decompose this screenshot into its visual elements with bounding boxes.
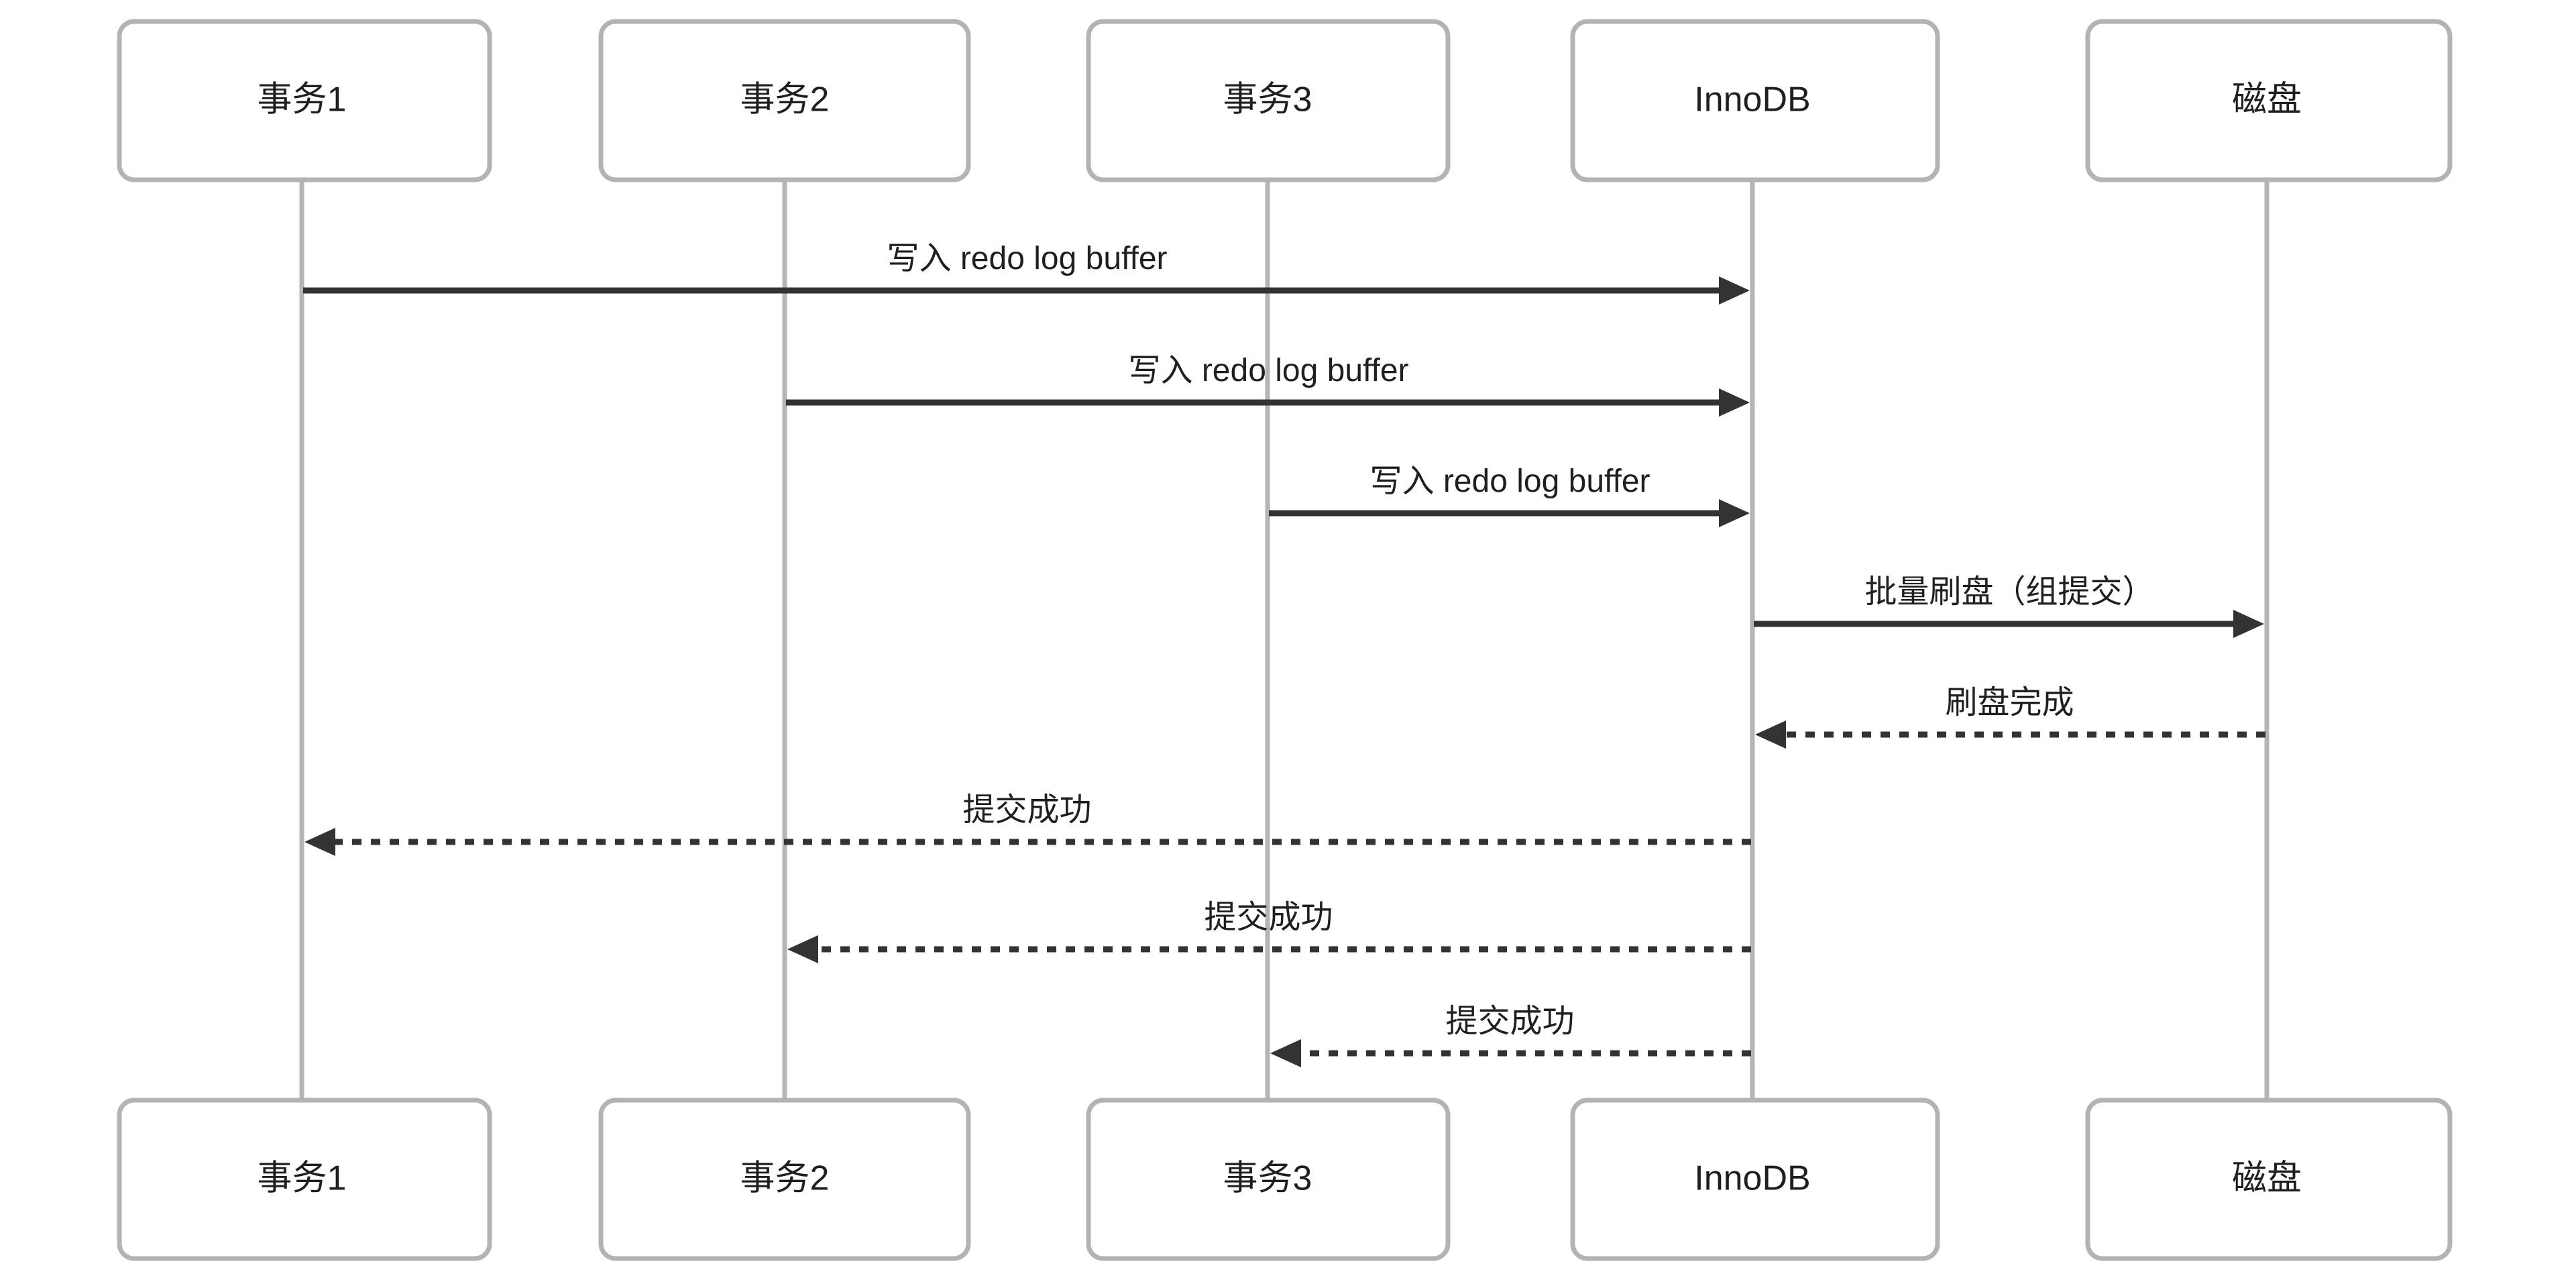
message-label-m5: 刷盘完成 [1945, 685, 2074, 721]
participant-label-tx3: 事务3 [1223, 1159, 1312, 1198]
participant-box-shape [1086, 19, 1451, 182]
message-label-m7: 提交成功 [1204, 900, 1333, 935]
participant-label-tx1: 事务1 [258, 81, 347, 119]
participant-label-disk: 磁盘 [2232, 81, 2302, 119]
participant-box-disk-top[interactable]: 磁盘 [2085, 19, 2453, 182]
message-arrowhead [787, 935, 818, 963]
message-label-m1: 写入 redo log buffer [887, 241, 1167, 276]
participant-box-shape [598, 19, 971, 182]
message-label-m4: 批量刷盘（组提交） [1864, 574, 2154, 610]
participant-label-innodb: InnoDB [1694, 1159, 1810, 1198]
message-m8[interactable]: 提交成功 [1270, 1004, 1751, 1067]
message-arrowhead [304, 828, 335, 856]
message-label-m2: 写入 redo log buffer [1128, 353, 1408, 388]
participant-box-shape [598, 1098, 971, 1261]
message-arrowhead [1719, 388, 1750, 417]
participant-box-shape [2085, 1098, 2453, 1261]
participant-label-tx2: 事务2 [740, 1159, 830, 1198]
participant-box-innodb-top[interactable]: InnoDB [1570, 19, 1940, 182]
message-label-m6: 提交成功 [962, 792, 1091, 828]
participant-box-innodb-bottom[interactable]: InnoDB [1570, 1098, 1940, 1261]
participant-label-tx3: 事务3 [1223, 81, 1312, 119]
message-m5[interactable]: 刷盘完成 [1755, 685, 2265, 749]
message-label-m8: 提交成功 [1445, 1004, 1574, 1039]
participant-label-tx1: 事务1 [258, 1159, 347, 1198]
participant-box-tx3-bottom[interactable]: 事务3 [1086, 1098, 1451, 1261]
message-m2[interactable]: 写入 redo log buffer [786, 353, 1750, 417]
message-m1[interactable]: 写入 redo log buffer [303, 241, 1750, 305]
participant-box-tx2-bottom[interactable]: 事务2 [598, 1098, 971, 1261]
message-m4[interactable]: 批量刷盘（组提交） [1754, 574, 2264, 638]
message-label-m3: 写入 redo log buffer [1369, 464, 1650, 499]
participant-box-shape [2085, 19, 2453, 182]
participant-box-shape [117, 1098, 492, 1261]
message-arrowhead [1755, 721, 1786, 749]
participant-label-innodb: InnoDB [1694, 81, 1810, 119]
message-arrowhead [1270, 1039, 1301, 1067]
participant-box-shape [1570, 1098, 1940, 1261]
message-m3[interactable]: 写入 redo log buffer [1269, 464, 1750, 527]
participant-label-disk: 磁盘 [2232, 1159, 2302, 1198]
participant-box-shape [1570, 19, 1940, 182]
top-participant-boxes: 事务1 事务2 事务3 InnoDB 磁盘 [117, 19, 2453, 182]
participant-box-disk-bottom[interactable]: 磁盘 [2085, 1098, 2453, 1261]
message-arrowhead [2233, 610, 2264, 638]
message-arrowhead [1719, 276, 1750, 305]
message-arrowhead [1719, 499, 1750, 527]
message-m6[interactable]: 提交成功 [304, 792, 1751, 856]
participant-box-tx3-top[interactable]: 事务3 [1086, 19, 1451, 182]
message-m7[interactable]: 提交成功 [787, 900, 1751, 963]
participant-box-shape [117, 19, 492, 182]
participant-box-tx1-top[interactable]: 事务1 [117, 19, 492, 182]
messages-layer: 写入 redo log buffer 写入 redo log buffer 写入 r… [303, 241, 2265, 1067]
participant-label-tx2: 事务2 [740, 81, 830, 119]
lifelines-layer [299, 180, 2270, 1100]
participant-box-tx2-top[interactable]: 事务2 [598, 19, 971, 182]
participant-box-tx1-bottom[interactable]: 事务1 [117, 1098, 492, 1261]
bottom-participant-boxes: 事务1 事务2 事务3 InnoDB 磁盘 [117, 1098, 2453, 1261]
participant-box-shape [1086, 1098, 1451, 1261]
